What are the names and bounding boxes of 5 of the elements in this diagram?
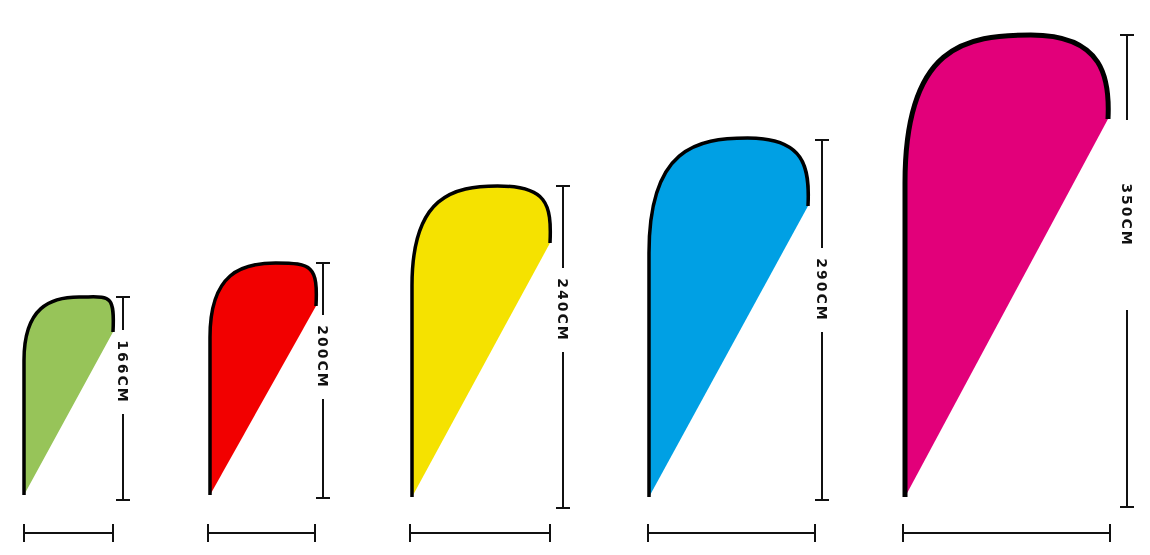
dimension-label: 240CM (556, 278, 570, 342)
dimension-label: 290CM (815, 258, 829, 322)
dimension-label: 200CM (316, 325, 330, 389)
dimension-label: 166CM (116, 340, 130, 404)
dimension-label: 350CM (1120, 183, 1134, 247)
